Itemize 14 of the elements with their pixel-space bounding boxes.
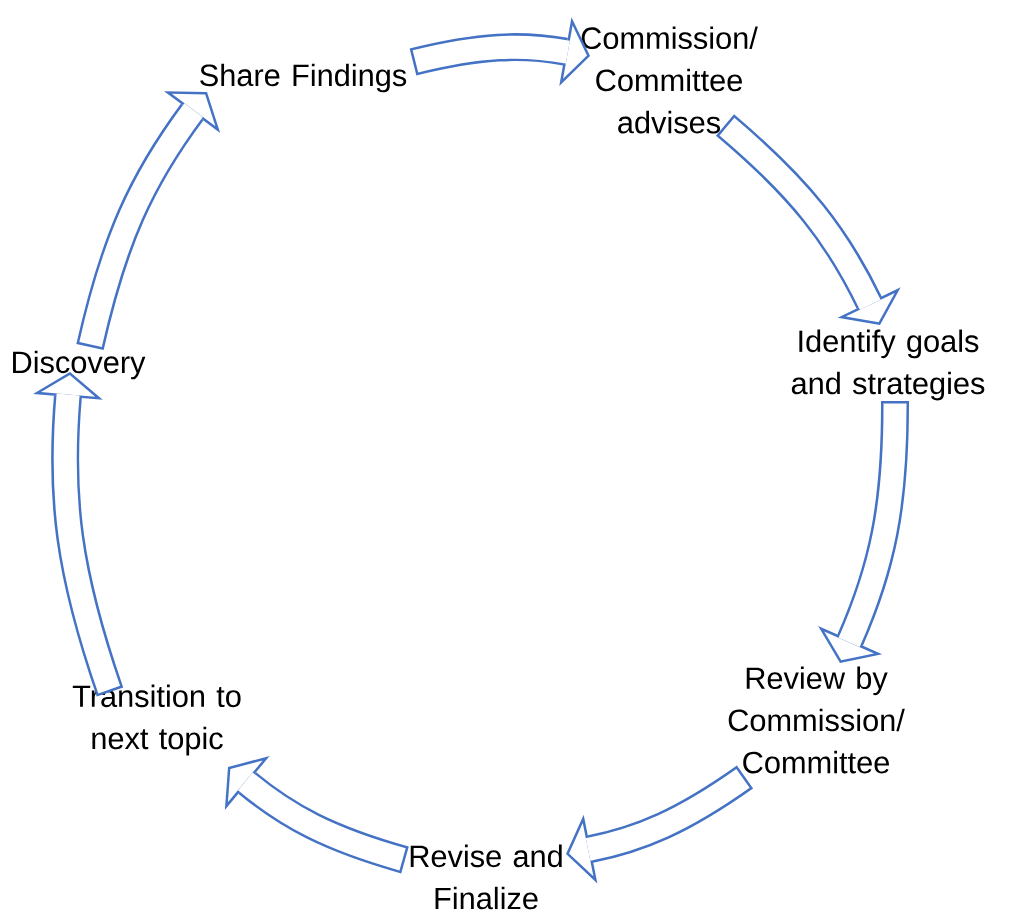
step-label: Review by Commission/ Committee [728,666,905,774]
step-label: Identify goals and strategies [791,329,985,401]
block-arrow [409,17,590,87]
block-arrow [224,756,409,874]
step-label: Transition to next topic [72,684,241,756]
step-label: Discovery [13,350,146,380]
block-arrow [33,372,124,697]
block-arrow [76,91,221,351]
block-arrow [566,765,753,884]
block-arrow [818,400,909,663]
step-label: Revise and Finalize [410,844,562,910]
step-label: Commission/ Committee advises [581,26,758,134]
block-arrow [715,114,901,325]
step-label: Share Findings [200,63,407,93]
